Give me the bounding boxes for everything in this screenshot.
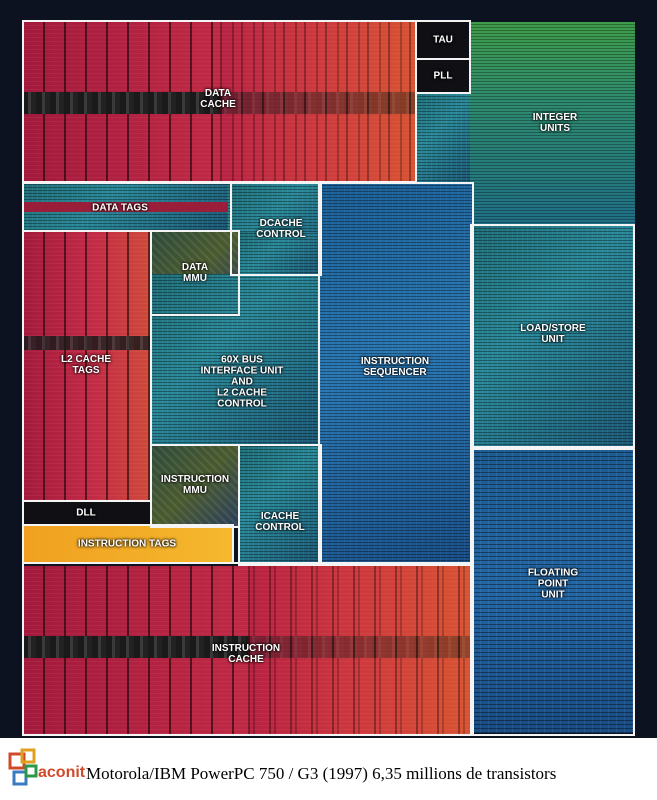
aconit-logo-icon: [8, 748, 38, 786]
tau-block: [416, 22, 468, 60]
pll-label: PLL: [433, 70, 453, 82]
instruction-tags-label: INSTRUCTION TAGS: [77, 538, 177, 550]
dll-label: DLL: [76, 507, 96, 519]
instruction-sequencer-block: [320, 184, 472, 564]
data-tags-label: DATA TAGS: [92, 202, 148, 214]
instruction-tags-block: [22, 526, 232, 562]
caption-bar: [0, 738, 657, 800]
instruction-mmu-block: [152, 446, 238, 526]
integer-units-block: [470, 22, 635, 226]
data-tags-block: [22, 184, 228, 230]
caption-text: Motorola/IBM PowerPC 750 / G3 (1997) 6,3…: [86, 764, 557, 783]
l2-cache-tags-block: [22, 232, 150, 500]
dll-block: [22, 502, 150, 524]
bus-interface-block: [152, 274, 320, 446]
logo-text: aconit: [38, 764, 86, 781]
floating-point-unit-block: [472, 448, 635, 733]
tau-label: TAU: [433, 34, 453, 46]
load-store-unit-block: [472, 226, 635, 448]
icache-control-block: [238, 446, 320, 564]
pll-block: [416, 60, 468, 92]
